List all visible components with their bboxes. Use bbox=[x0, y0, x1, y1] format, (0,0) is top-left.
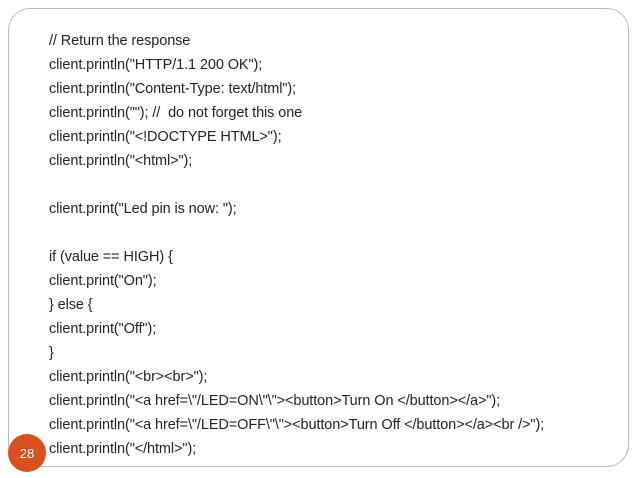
code-block: // Return the response client.println("HT… bbox=[49, 29, 629, 461]
code-line: client.println("<br><br>"); bbox=[49, 369, 208, 385]
code-line: if (value == HIGH) { bbox=[49, 249, 173, 265]
code-line: client.println("<a href=\"/LED=ON\"\"><b… bbox=[49, 393, 501, 409]
code-line: client.print("On"); bbox=[49, 273, 157, 289]
content-frame: // Return the response client.println("HT… bbox=[8, 8, 629, 467]
code-blank-line bbox=[49, 173, 629, 197]
code-line: client.println("<!DOCTYPE HTML>"); bbox=[49, 129, 282, 145]
code-line: } else { bbox=[49, 297, 93, 313]
code-line: client.print("Off"); bbox=[49, 321, 157, 337]
code-line: client.println("</html>"); bbox=[49, 441, 197, 457]
code-line: } bbox=[49, 345, 54, 361]
code-line: client.println(""); // do not forget thi… bbox=[49, 105, 303, 121]
slide-number-badge: 28 bbox=[8, 434, 46, 472]
code-line: client.println("<a href=\"/LED=OFF\"\"><… bbox=[49, 417, 545, 433]
code-line: client.println("<html>"); bbox=[49, 153, 193, 169]
code-line: client.println("Content-Type: text/html"… bbox=[49, 81, 297, 97]
slide-number-label: 28 bbox=[19, 445, 35, 461]
code-line: // Return the response bbox=[49, 33, 191, 49]
code-line: client.print("Led pin is now: "); bbox=[49, 201, 237, 217]
code-line: client.println("HTTP/1.1 200 OK"); bbox=[49, 57, 263, 73]
code-blank-line bbox=[49, 221, 629, 245]
